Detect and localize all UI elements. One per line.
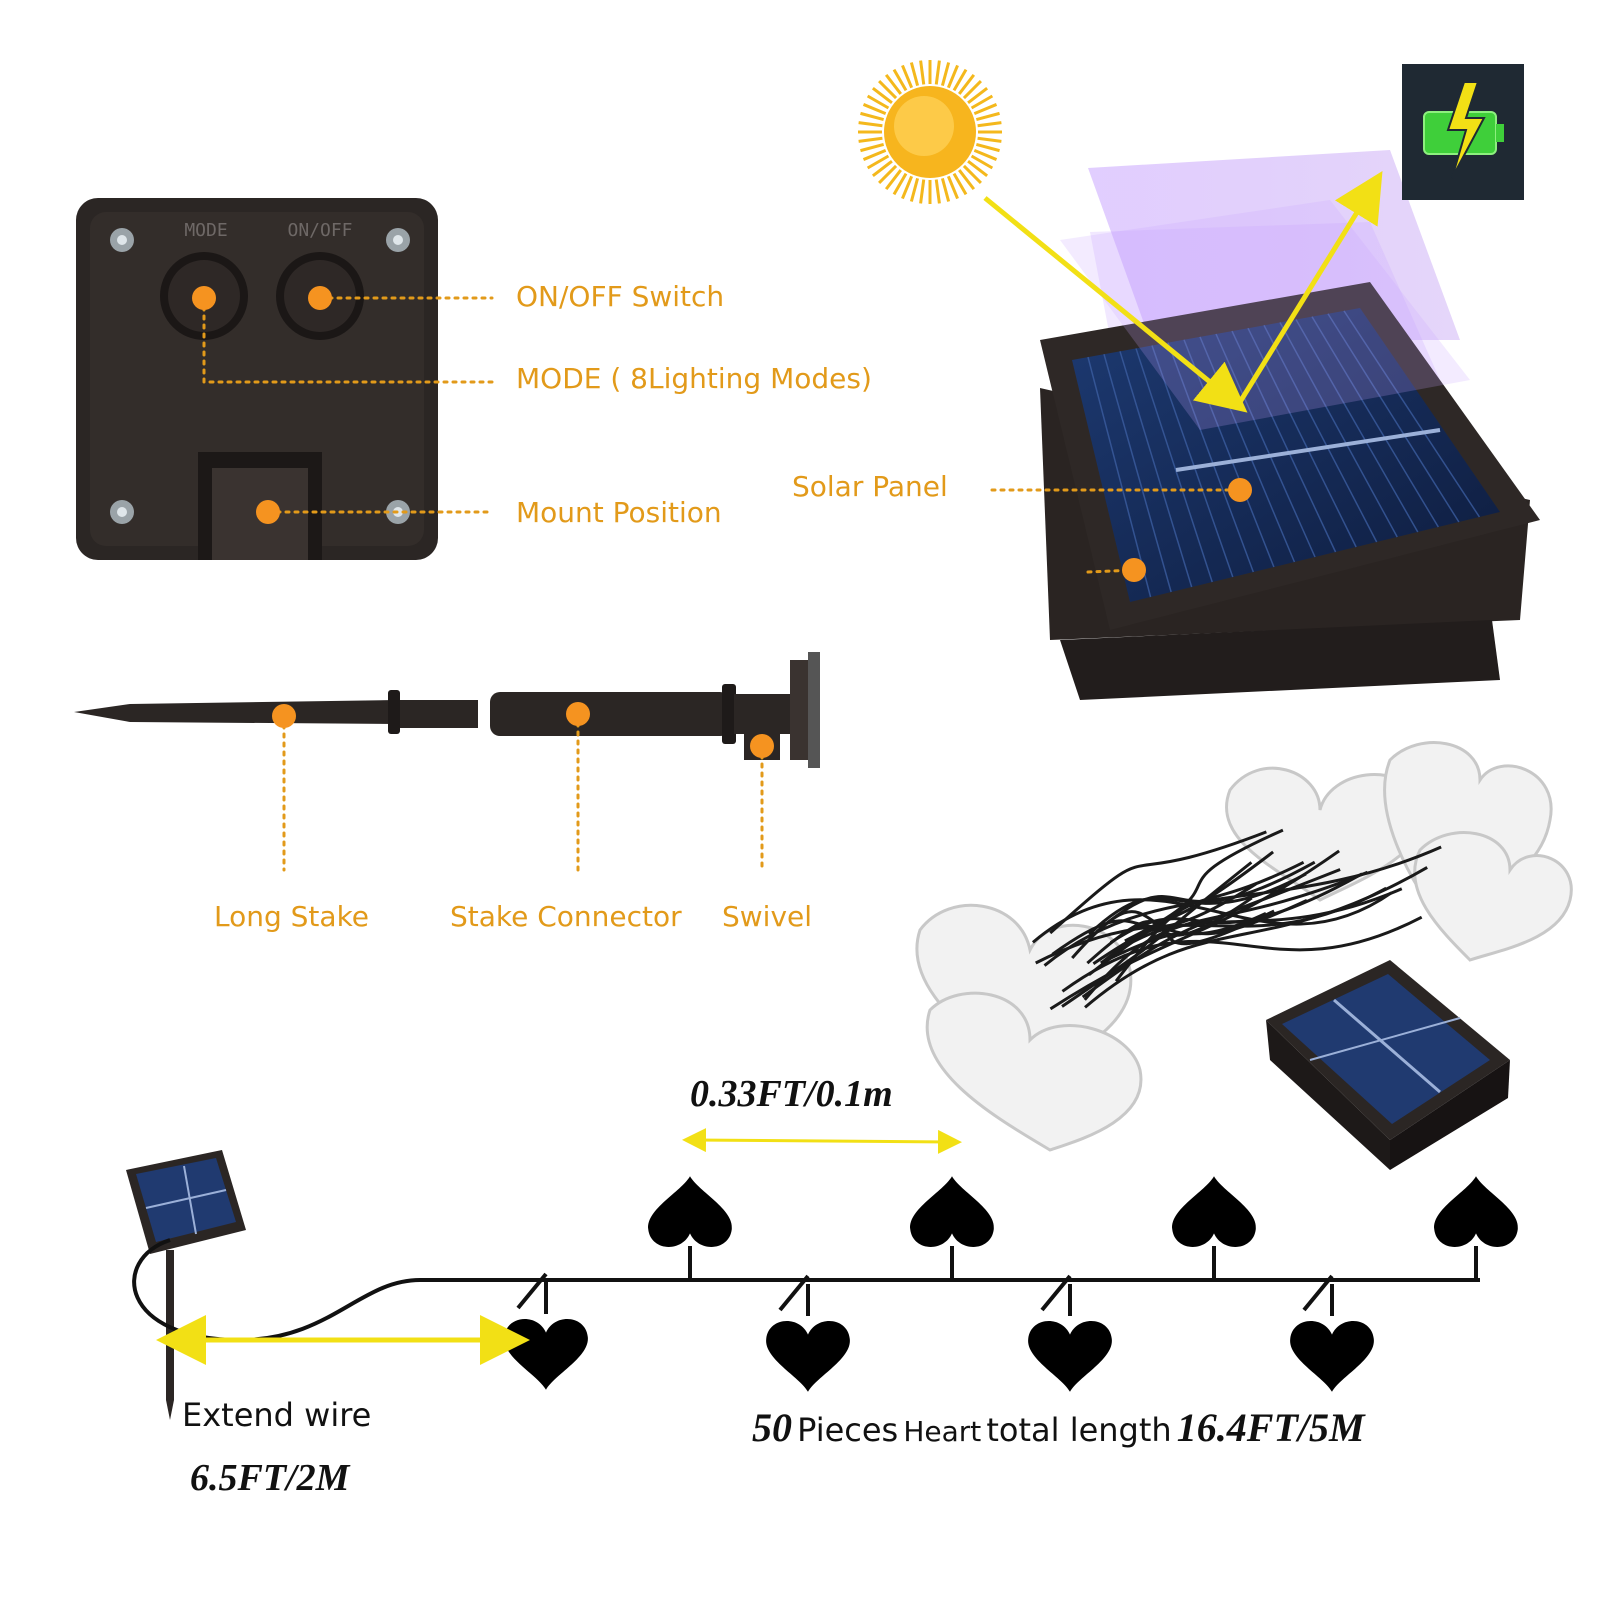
spacing-label: 0.33FT/0.1m: [690, 1073, 893, 1115]
solar-panel-icon: [1266, 960, 1510, 1170]
total-length-value: 16.4FT/5M: [1176, 1405, 1365, 1450]
onoff-switch-label: ON/OFF Switch: [516, 280, 725, 313]
heart-icon: [648, 1176, 732, 1247]
extend-wire-length: 6.5FT/2M: [190, 1457, 350, 1499]
sun-icon: [858, 60, 1002, 204]
battery-charging-icon: [1402, 64, 1524, 200]
callout-dot: [566, 702, 590, 726]
total-length-line: 50 Pieces Heart total length 16.4FT/5M: [752, 1404, 1365, 1451]
callout-dot: [750, 734, 774, 758]
stake-callouts: [282, 712, 764, 872]
controller-callouts: [202, 296, 494, 514]
heart-icon: [1290, 1321, 1374, 1392]
heart-icon: [1172, 1176, 1256, 1247]
spacing-arrow: [682, 1128, 962, 1154]
heart-text: Heart: [903, 1415, 982, 1448]
onoff-button-label: ON/OFF: [287, 220, 352, 241]
mini-solar-panel: [126, 1150, 246, 1420]
hearts: [504, 1176, 1518, 1392]
callout-dot: [1228, 478, 1252, 502]
solar-panel-label: Solar Panel: [792, 470, 948, 503]
heart-icon: [1434, 1176, 1518, 1247]
heart-icon: [1028, 1321, 1112, 1392]
solar-panel-box: [1040, 200, 1540, 700]
controller-box: MODE ON/OFF: [76, 198, 438, 560]
long-stake-label: Long Stake: [214, 900, 370, 933]
extend-wire-label: Extend wire: [182, 1396, 372, 1434]
callout-dots: [192, 286, 332, 524]
heart-icon: [910, 1176, 994, 1247]
stake-assembly: [74, 652, 820, 768]
callout-dot: [1122, 558, 1146, 582]
callout-dot: [272, 704, 296, 728]
piece-count: 50: [752, 1405, 792, 1450]
sunlight-arrows: [983, 170, 1383, 413]
product-photo: [915, 741, 1573, 1170]
swivel-label: Swivel: [722, 900, 813, 933]
pieces-text: Pieces: [797, 1411, 899, 1449]
stake-connector-label: Stake Connector: [450, 900, 682, 933]
heart-icon: [766, 1321, 850, 1392]
heart-icon: [504, 1319, 588, 1390]
mount-position-label: Mount Position: [516, 496, 722, 529]
total-length-text: total length: [986, 1411, 1172, 1449]
mode-button-label: MODE: [184, 220, 227, 241]
mode-label: MODE ( 8Lighting Modes): [516, 362, 872, 395]
